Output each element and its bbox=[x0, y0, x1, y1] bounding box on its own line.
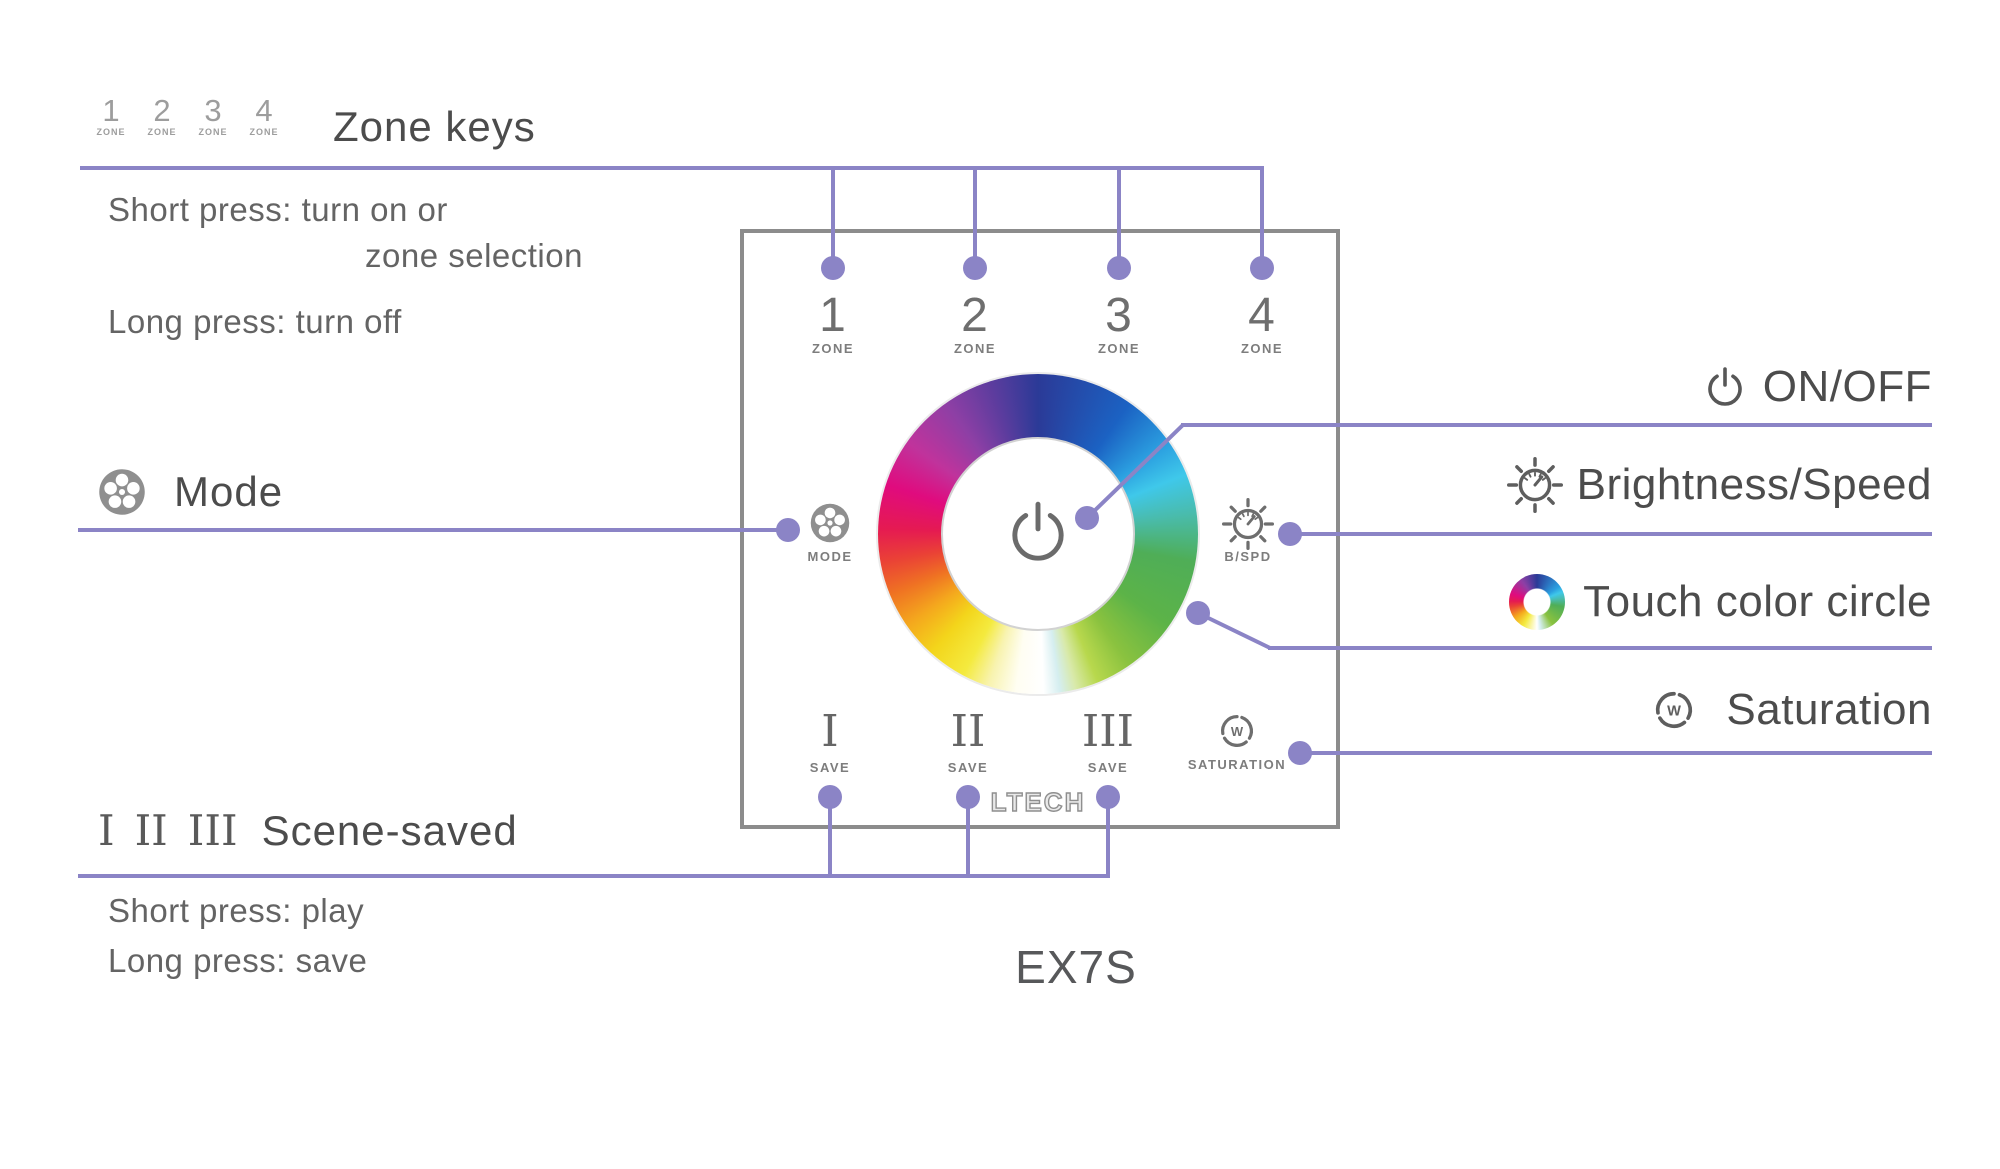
color-circle-icon bbox=[1509, 574, 1566, 630]
brightness-speed-icon bbox=[1506, 457, 1563, 513]
power-icon bbox=[1701, 363, 1749, 411]
touch-color-note: Touch color circle bbox=[1509, 574, 1932, 630]
brightness-note-label: Brightness/Speed bbox=[1576, 460, 1932, 509]
mini-zone-2-label: ZONE bbox=[147, 127, 177, 137]
wheel-center bbox=[941, 437, 1135, 631]
zone3-connector bbox=[1117, 166, 1121, 268]
mini-zone-3-icon: 3 ZONE bbox=[190, 93, 236, 137]
bspd-key[interactable] bbox=[1222, 498, 1274, 550]
save-key-1[interactable]: I bbox=[821, 706, 839, 757]
onoff-note-label: ON/OFF bbox=[1762, 362, 1932, 411]
zone4-connector bbox=[1260, 166, 1264, 268]
save2-connector bbox=[966, 797, 970, 878]
zone-key-3-label: ZONE bbox=[1097, 341, 1141, 356]
saturation-connector-line bbox=[1300, 751, 1932, 755]
mode-key-film-reel-icon bbox=[808, 501, 852, 545]
zone1-connector bbox=[831, 166, 835, 268]
zone-key-3[interactable]: 3 bbox=[1105, 289, 1133, 342]
brightness-connector-line bbox=[1290, 532, 1932, 536]
save2-dot bbox=[956, 785, 980, 809]
mini-zone-4-icon: 4 ZONE bbox=[241, 93, 287, 137]
saturation-key-w-icon: W bbox=[1214, 708, 1260, 754]
scene-saved-title: Scene-saved bbox=[261, 807, 518, 854]
brightness-note: Brightness/Speed bbox=[1506, 457, 1932, 513]
saturation-w-icon-letter: W bbox=[1668, 703, 1682, 719]
zone4-dot bbox=[1250, 256, 1274, 280]
mini-zone-3-num: 3 bbox=[204, 93, 222, 128]
scene-short-press-note: Short press: play bbox=[108, 892, 365, 929]
mini-zone-3-label: ZONE bbox=[198, 127, 228, 137]
save1-dot bbox=[818, 785, 842, 809]
save-key-2-label: SAVE bbox=[947, 760, 989, 775]
onoff-connector-line bbox=[1181, 423, 1932, 427]
zone-keys-connector-line bbox=[80, 166, 1264, 170]
zone2-connector bbox=[973, 166, 977, 268]
mini-zone-1-label: ZONE bbox=[96, 127, 126, 137]
mode-note: Mode bbox=[96, 466, 283, 518]
touch-connector-line bbox=[1268, 646, 1932, 650]
mini-zone-1-num: 1 bbox=[102, 93, 120, 128]
mini-zone-2-icon: 2 ZONE bbox=[139, 93, 185, 137]
scene-numeral-3: III bbox=[187, 806, 238, 855]
save-key-2[interactable]: II bbox=[950, 706, 986, 757]
film-reel-icon bbox=[96, 466, 148, 518]
scene-numeral-2: II bbox=[134, 806, 168, 855]
zone-key-2[interactable]: 2 bbox=[961, 289, 989, 342]
save3-connector bbox=[1106, 797, 1110, 878]
zone-keys-long-press-note: Long press: turn off bbox=[108, 303, 402, 340]
zone-keys-short-press-note: Short press: turn on or bbox=[108, 191, 448, 228]
model-label: EX7S bbox=[1015, 941, 1137, 993]
zone-keys-short-press-note-2: zone selection bbox=[365, 237, 583, 274]
zone2-dot bbox=[963, 256, 987, 280]
save-key-1-label: SAVE bbox=[809, 760, 851, 775]
mode-key-label: MODE bbox=[807, 549, 853, 564]
scene-numeral-1: I bbox=[98, 806, 115, 855]
mode-dot bbox=[776, 518, 800, 542]
scene-connector-line bbox=[78, 874, 1110, 878]
zone-key-1[interactable]: 1 bbox=[819, 289, 847, 342]
onoff-note: ON/OFF bbox=[1701, 362, 1932, 412]
mode-key[interactable] bbox=[808, 501, 852, 545]
zone-key-1-label: ZONE bbox=[811, 341, 855, 356]
onoff-dot bbox=[1075, 506, 1099, 530]
mini-zone-2-num: 2 bbox=[153, 93, 171, 128]
bspd-key-dial-icon bbox=[1222, 498, 1274, 550]
saturation-note: W Saturation bbox=[1648, 684, 1932, 736]
zone-key-4-label: ZONE bbox=[1240, 341, 1284, 356]
zone-key-4[interactable]: 4 bbox=[1248, 289, 1276, 342]
save3-dot bbox=[1096, 785, 1120, 809]
save-key-3-label: SAVE bbox=[1087, 760, 1129, 775]
zone-key-2-label: ZONE bbox=[953, 341, 997, 356]
zone3-dot bbox=[1107, 256, 1131, 280]
ltech-logo: LTECH bbox=[990, 786, 1086, 817]
saturation-key-label: SATURATION bbox=[1187, 757, 1287, 772]
saturation-dot bbox=[1288, 741, 1312, 765]
brightness-dot bbox=[1278, 522, 1302, 546]
saturation-key[interactable]: W bbox=[1214, 708, 1260, 754]
mini-zone-4-num: 4 bbox=[255, 93, 273, 128]
save1-connector bbox=[828, 797, 832, 878]
mini-zone-4-label: ZONE bbox=[249, 127, 279, 137]
zone1-dot bbox=[821, 256, 845, 280]
zone-keys-title: Zone keys bbox=[333, 103, 536, 150]
bspd-key-label: B/SPD bbox=[1224, 549, 1272, 564]
touch-color-note-label: Touch color circle bbox=[1583, 577, 1932, 626]
touch-dot bbox=[1186, 601, 1210, 625]
saturation-key-w-letter: W bbox=[1231, 724, 1244, 739]
saturation-w-icon: W bbox=[1648, 684, 1700, 736]
saturation-note-label: Saturation bbox=[1726, 685, 1932, 734]
power-button[interactable] bbox=[1001, 495, 1075, 569]
mode-note-label: Mode bbox=[174, 468, 284, 515]
scene-saved-note: I II III Scene-saved bbox=[98, 806, 518, 855]
zone-keys-mini-icons: 1 ZONE 2 ZONE 3 ZONE 4 ZONE bbox=[88, 93, 287, 137]
mode-connector-line bbox=[78, 528, 790, 532]
mini-zone-1-icon: 1 ZONE bbox=[88, 93, 134, 137]
save-key-3[interactable]: III bbox=[1081, 706, 1135, 757]
scene-long-press-note: Long press: save bbox=[108, 942, 368, 979]
